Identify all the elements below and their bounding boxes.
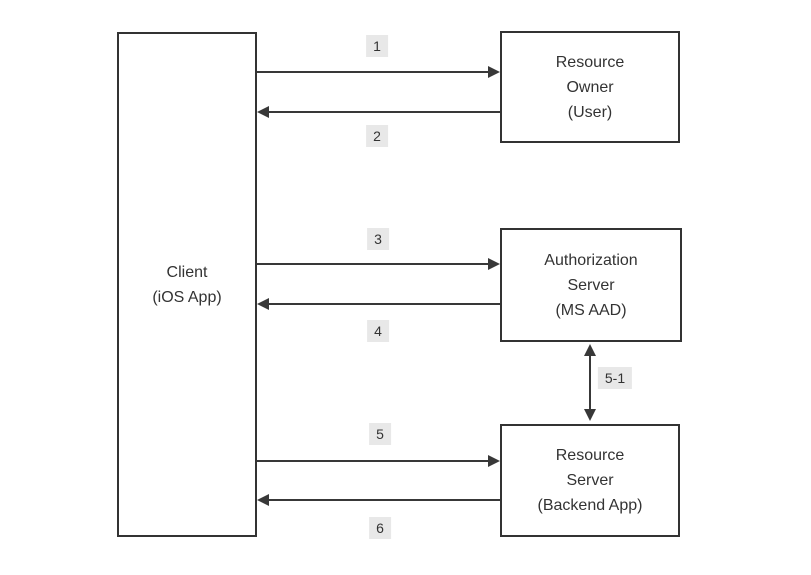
client-label-line: (iOS App) (152, 288, 222, 306)
arrow-authorization-server-resource-server (584, 344, 596, 421)
resource-server-label-line: (Backend App) (537, 497, 643, 514)
arrowhead-right-icon (488, 258, 500, 270)
step-label-3: 3 (367, 228, 389, 250)
arrow-resource-server-to-client (257, 494, 500, 506)
arrow-resource-owner-to-client (257, 106, 500, 118)
authorization-server-label-line: (MS AAD) (555, 301, 627, 319)
arrowhead-up-icon (584, 344, 596, 356)
arrowhead-left-icon (257, 494, 269, 506)
resource-owner-label-line: (User) (567, 103, 613, 121)
resource-owner-label-line: Owner (566, 78, 614, 96)
step-label-5: 5 (369, 423, 391, 445)
resource-server-label-line: Server (566, 472, 614, 489)
arrow-line (266, 499, 500, 501)
authorization-server-label-line: Server (567, 276, 615, 294)
step-label-1: 1 (366, 35, 388, 57)
arrow-line (589, 353, 591, 412)
arrow-line (257, 460, 491, 462)
arrowhead-left-icon (257, 298, 269, 310)
authorization-server-label-line: Authorization (544, 251, 638, 269)
step-label-4: 4 (367, 320, 389, 342)
resource-server-node: Resource Server (Backend App) (500, 424, 680, 537)
arrow-client-to-resource-owner (257, 66, 500, 78)
arrow-line (257, 71, 491, 73)
resource-owner-node: Resource Owner (User) (500, 31, 680, 143)
resource-owner-label-line: Resource (555, 53, 625, 71)
arrow-authorization-server-to-client (257, 298, 500, 310)
client-label-line: Client (166, 263, 208, 281)
arrowhead-right-icon (488, 455, 500, 467)
arrow-line (266, 303, 500, 305)
step-label-6: 6 (369, 517, 391, 539)
arrow-line (266, 111, 500, 113)
arrowhead-left-icon (257, 106, 269, 118)
arrow-line (257, 263, 491, 265)
arrowhead-right-icon (488, 66, 500, 78)
resource-server-label-line: Resource (555, 447, 625, 464)
client-node: Client (iOS App) (117, 32, 257, 537)
arrow-client-to-resource-server (257, 455, 500, 467)
authorization-server-node: Authorization Server (MS AAD) (500, 228, 682, 342)
arrowhead-down-icon (584, 409, 596, 421)
arrow-client-to-authorization-server (257, 258, 500, 270)
step-label-2: 2 (366, 125, 388, 147)
step-label-5-1: 5-1 (597, 367, 633, 389)
